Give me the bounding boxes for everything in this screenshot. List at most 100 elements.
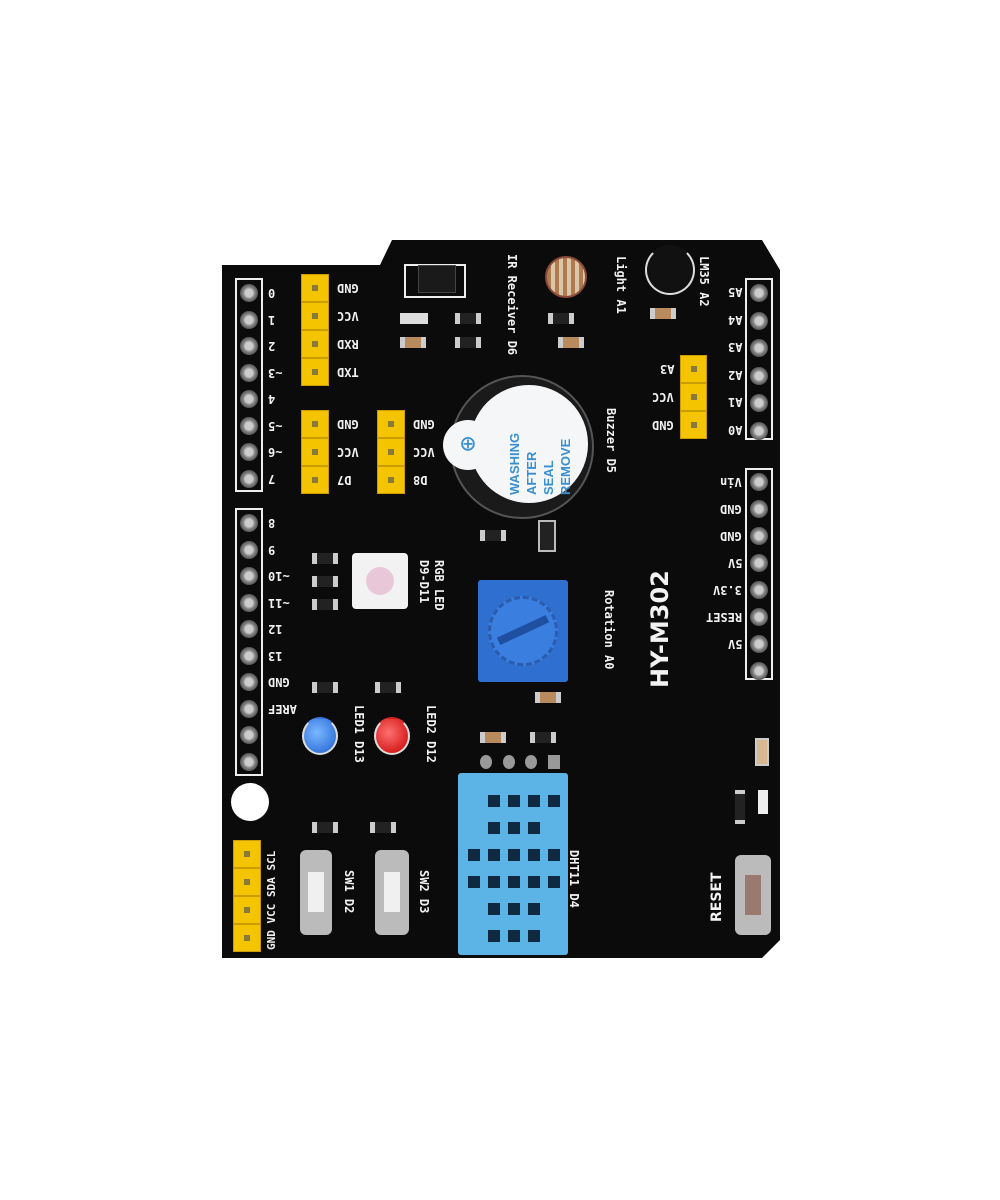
potentiometer[interactable] (478, 580, 568, 682)
lm35-label: LM35 A2 (697, 256, 711, 307)
dht-vent (548, 795, 560, 807)
i2c-header-pin[interactable] (233, 924, 261, 952)
d8-header-pin[interactable] (377, 410, 405, 438)
header-pin[interactable] (240, 673, 258, 691)
d7-header-pin[interactable] (301, 438, 329, 466)
header-pin[interactable] (240, 646, 258, 665)
header-pin[interactable] (240, 469, 258, 488)
header-pin[interactable] (750, 284, 768, 302)
header-pin[interactable] (750, 473, 768, 491)
resistor (735, 790, 745, 824)
resistor (312, 599, 338, 610)
i2c-header-pin[interactable] (233, 896, 261, 924)
capacitor (535, 692, 561, 703)
sw2-label: SW2 D3 (417, 870, 431, 914)
pin-label: A1 (727, 395, 742, 409)
digital-header-8-aref[interactable] (235, 508, 263, 776)
pin-label: D7 (337, 473, 352, 487)
header-pin[interactable] (750, 421, 768, 440)
uart-header-pin[interactable] (301, 274, 329, 302)
sw1-button[interactable] (300, 850, 332, 935)
i2c-header-pin[interactable] (233, 840, 261, 868)
pin-label: GND (720, 529, 742, 543)
header-pin[interactable] (240, 593, 258, 612)
header-pin[interactable] (750, 554, 768, 572)
header-pin[interactable] (240, 443, 258, 461)
dht-vent (508, 822, 520, 834)
dht-vent (548, 849, 560, 861)
d8-header-pin[interactable] (377, 438, 405, 466)
analog-header[interactable] (745, 278, 773, 440)
led2-red (374, 717, 410, 755)
pin-label: 1 (268, 312, 276, 327)
header-pin[interactable] (750, 500, 768, 518)
header-pin[interactable] (240, 699, 258, 718)
dht-vent (468, 849, 480, 861)
header-pin[interactable] (240, 337, 258, 355)
header-pin[interactable] (240, 514, 258, 532)
pin-label: GND (268, 675, 290, 689)
header-pin[interactable] (750, 311, 768, 330)
uart-header-pin[interactable] (301, 358, 329, 386)
header-pin[interactable] (240, 363, 258, 382)
d7-header-pin[interactable] (301, 410, 329, 438)
mounting-hole (231, 783, 269, 821)
header-pin[interactable] (750, 339, 768, 357)
resistor (370, 822, 396, 833)
header-pin[interactable] (240, 310, 258, 329)
a3-header-pin[interactable] (680, 355, 707, 383)
pin-label: GND (413, 417, 435, 431)
header-pin[interactable] (750, 608, 768, 626)
sw2-button[interactable] (375, 850, 409, 935)
model-label: HY-M302 (646, 570, 674, 688)
sticker-text: REMOVE SEAL AFTER WASHING (500, 395, 580, 495)
pin-label: Vin (720, 475, 742, 489)
pin-label: ~11 (268, 595, 290, 610)
i2c-header-pin[interactable] (233, 868, 261, 896)
header-pin[interactable] (240, 284, 258, 302)
header-pin[interactable] (240, 390, 258, 408)
led1-label: LED1 D13 (352, 705, 366, 763)
uart-header-pin[interactable] (301, 302, 329, 330)
dht-vent (508, 903, 520, 915)
pin-label: 0 (268, 286, 276, 300)
sw1-label: SW1 D2 (342, 870, 356, 914)
pin-label: 13 (268, 648, 283, 663)
sticker-line: SEAL (541, 460, 556, 495)
pin-label: ~3 (268, 365, 283, 380)
header-pin[interactable] (750, 527, 768, 545)
dht-vent (508, 876, 520, 888)
header-pin[interactable] (240, 416, 258, 435)
header-pin[interactable] (750, 394, 768, 412)
reset-button[interactable] (735, 855, 771, 935)
d8-header-pin[interactable] (377, 466, 405, 494)
pin-label: 5V (727, 556, 742, 570)
pin-label: A0 (727, 422, 742, 437)
header-pin[interactable] (750, 662, 768, 680)
dht-vent (528, 903, 540, 915)
digital-header-0-7[interactable] (235, 278, 263, 492)
header-pin[interactable] (750, 366, 768, 385)
header-pin[interactable] (240, 726, 258, 744)
header-pin[interactable] (240, 620, 258, 638)
sticker-line: WASHING (507, 432, 522, 495)
header-pin[interactable] (240, 752, 258, 771)
reset-label: RESET (709, 872, 725, 922)
a3-header-pin[interactable] (680, 411, 707, 439)
pin-label: RESET (705, 610, 742, 624)
capacitor (558, 337, 584, 348)
pin-label: A5 (727, 285, 742, 299)
uart-header-pin[interactable] (301, 330, 329, 358)
header-pin[interactable] (750, 581, 768, 599)
resistor (312, 682, 338, 693)
header-pin[interactable] (240, 567, 258, 585)
lm35-sensor (645, 245, 695, 295)
capacitor (650, 308, 676, 319)
resistor (548, 313, 574, 324)
header-pin[interactable] (750, 635, 768, 653)
rgb-label: RGB LED (432, 560, 446, 611)
dht-vent (528, 822, 540, 834)
header-pin[interactable] (240, 540, 258, 559)
a3-header-pin[interactable] (680, 383, 707, 411)
d7-header-pin[interactable] (301, 466, 329, 494)
